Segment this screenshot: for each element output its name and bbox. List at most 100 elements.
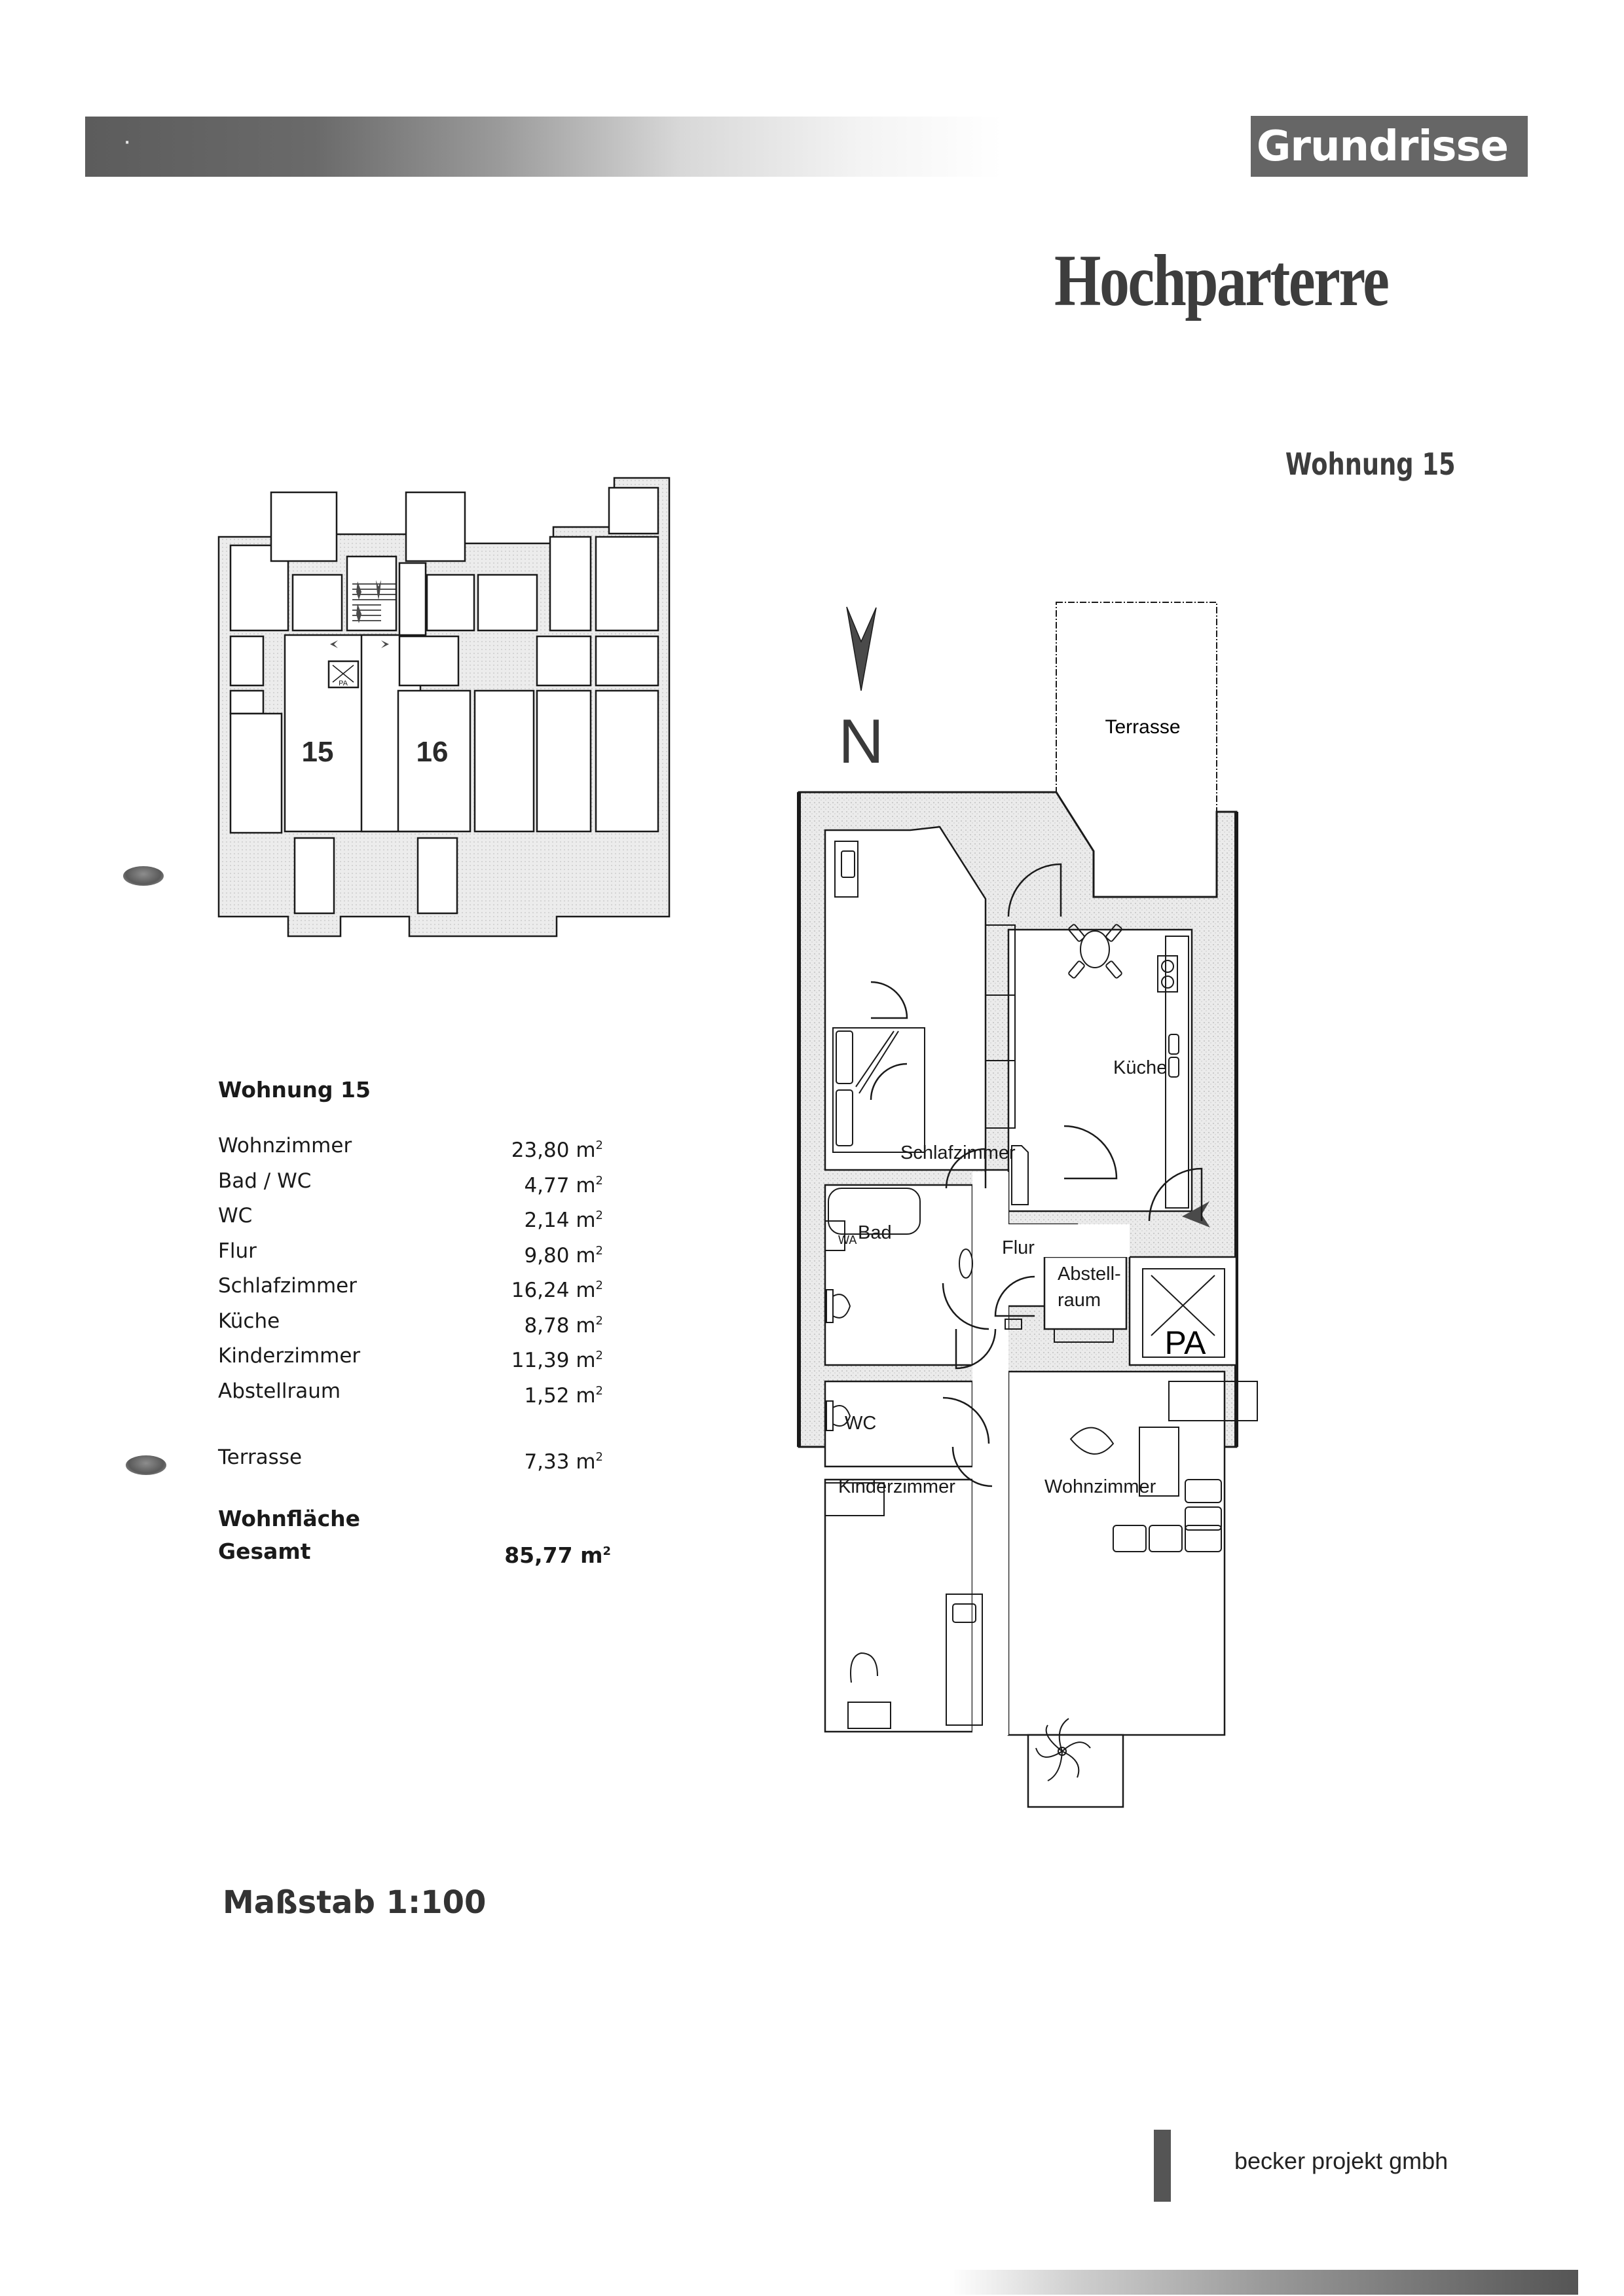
- sink: [1168, 1034, 1179, 1055]
- footer-gradient-band: [950, 2270, 1578, 2295]
- door-swing: [870, 981, 908, 1019]
- room-area: 1,52 m2: [524, 1383, 603, 1408]
- armchair: [850, 1652, 878, 1683]
- door-swing: [1063, 1125, 1118, 1180]
- overview-unit-label-16: 16: [416, 736, 449, 768]
- sofa-seat: [1185, 1479, 1222, 1503]
- kids-pillow: [952, 1603, 976, 1623]
- area-row: Flur 9,80 m2: [218, 1236, 611, 1271]
- door-swing: [955, 1328, 997, 1370]
- kitchen-chair: [1105, 960, 1122, 979]
- kids-bed: [946, 1594, 983, 1726]
- unit-heading: Wohnung 15: [1285, 446, 1456, 482]
- room-name: Flur: [218, 1239, 257, 1263]
- kitchen-chair: [1068, 960, 1085, 979]
- door-swing: [942, 1283, 989, 1330]
- room-area: 9,80 m2: [524, 1243, 603, 1267]
- room-name: Schlafzimmer: [218, 1274, 357, 1298]
- dining-table: [1168, 1381, 1258, 1421]
- area-row: Schlafzimmer 16,24 m2: [218, 1271, 611, 1306]
- room-wohnzimmer: [1007, 1370, 1226, 1736]
- room-area: 23,80 m2: [511, 1139, 603, 1162]
- pillow: [836, 1030, 853, 1084]
- total-area: 85,77 m2: [504, 1542, 611, 1568]
- kitchen-chair: [1105, 924, 1122, 942]
- unit-floor-plan: N Terrasse PA: [797, 602, 1258, 1808]
- room-area: 8,78 m2: [524, 1313, 603, 1338]
- overview-room: [397, 689, 471, 833]
- room-label-wc: WC: [845, 1413, 876, 1434]
- room-area: 2,14 m2: [524, 1209, 603, 1232]
- area-table: Wohnung 15 Wohnzimmer 23,80 m2 Bad / WC …: [218, 1077, 611, 1572]
- area-row: Küche 8,78 m2: [218, 1306, 611, 1341]
- room-area: 7,33 m2: [524, 1450, 603, 1474]
- stove: [1157, 955, 1178, 993]
- sofa-seat: [1185, 1525, 1222, 1552]
- stair-arrow-down-icon: [376, 580, 381, 600]
- total-label-line-1: Wohnfläche: [218, 1505, 361, 1531]
- north-label: N: [838, 706, 883, 776]
- elevator-label: PA: [1165, 1324, 1207, 1361]
- room-name: Bad / WC: [218, 1169, 312, 1193]
- room-name: Abstellraum: [218, 1379, 341, 1403]
- desk: [834, 841, 858, 898]
- overview-stair-arrows: [330, 580, 389, 648]
- overview-room: [595, 689, 659, 833]
- sofa-seat: [1149, 1525, 1183, 1552]
- room-area: 16,24 m2: [511, 1279, 603, 1302]
- overview-room: [229, 635, 265, 687]
- sofa-seat: [1113, 1525, 1147, 1552]
- door-swing: [1007, 863, 1062, 917]
- stair-arrow-up-icon: [356, 581, 361, 600]
- overview-room: [536, 635, 592, 687]
- room-area: 4,77 m2: [524, 1173, 603, 1197]
- total-label-line-2: Gesamt: [218, 1538, 311, 1564]
- page-title: Hochparterre: [1054, 240, 1390, 321]
- corridor-fill: [972, 1224, 1130, 1257]
- area-table-title: Wohnung 15: [218, 1077, 371, 1102]
- room-name: Kinderzimmer: [218, 1344, 361, 1368]
- room-label-terrasse: Terrasse: [1105, 716, 1180, 738]
- room-area: 11,39 m2: [511, 1349, 603, 1372]
- area-row: Wohnzimmer 23,80 m2: [218, 1131, 611, 1166]
- coffee-table: [1139, 1427, 1179, 1497]
- room-label-flur: Flur: [1002, 1237, 1035, 1258]
- chair: [841, 850, 855, 878]
- coat-rack: [1005, 1319, 1022, 1330]
- overview-room: [536, 689, 592, 833]
- section-label: Grundrisse: [1256, 122, 1509, 171]
- door-swing: [994, 1275, 1035, 1317]
- door-swing: [945, 1148, 987, 1189]
- punch-hole-top: [123, 866, 164, 886]
- room-name: WC: [218, 1204, 253, 1228]
- overview-room: [398, 635, 460, 687]
- room-label-bad: Bad: [858, 1222, 892, 1243]
- overview-room: [595, 635, 659, 687]
- toilet: [826, 1400, 851, 1431]
- header-gradient-band: ·: [85, 117, 1002, 177]
- room-label-schlafzimmer: Schlafzimmer: [900, 1142, 1016, 1163]
- overview-room: [398, 562, 427, 636]
- area-row: Abstellraum 1,52 m2: [218, 1376, 611, 1412]
- company-name: becker projekt gmbh: [1234, 2147, 1449, 2174]
- corridor-fill: [972, 1172, 1008, 1735]
- furniture: [824, 841, 1258, 1729]
- room-name: Wohnzimmer: [218, 1134, 352, 1157]
- wa-label: WA: [838, 1233, 857, 1247]
- overview-room: [473, 689, 535, 833]
- entrance-arrow-icon: [1182, 1201, 1210, 1228]
- door-swings: [870, 863, 1203, 1487]
- kitchen-table: [1080, 930, 1110, 968]
- overview-room: [346, 555, 397, 632]
- sink: [1168, 1057, 1179, 1078]
- washbasin: [959, 1248, 973, 1279]
- kitchen-counter: [1165, 936, 1189, 1209]
- dresser: [824, 1482, 885, 1516]
- overview-room: [229, 712, 283, 834]
- building-overview-plan: PA 15 16: [217, 477, 671, 938]
- room-wc: [824, 1380, 974, 1468]
- room-label-kinderzimmer: Kinderzimmer: [838, 1476, 955, 1497]
- room-label-abstellraum-2: raum: [1058, 1290, 1101, 1311]
- north-arrow-icon: [846, 606, 877, 691]
- fridge: [1011, 1145, 1029, 1205]
